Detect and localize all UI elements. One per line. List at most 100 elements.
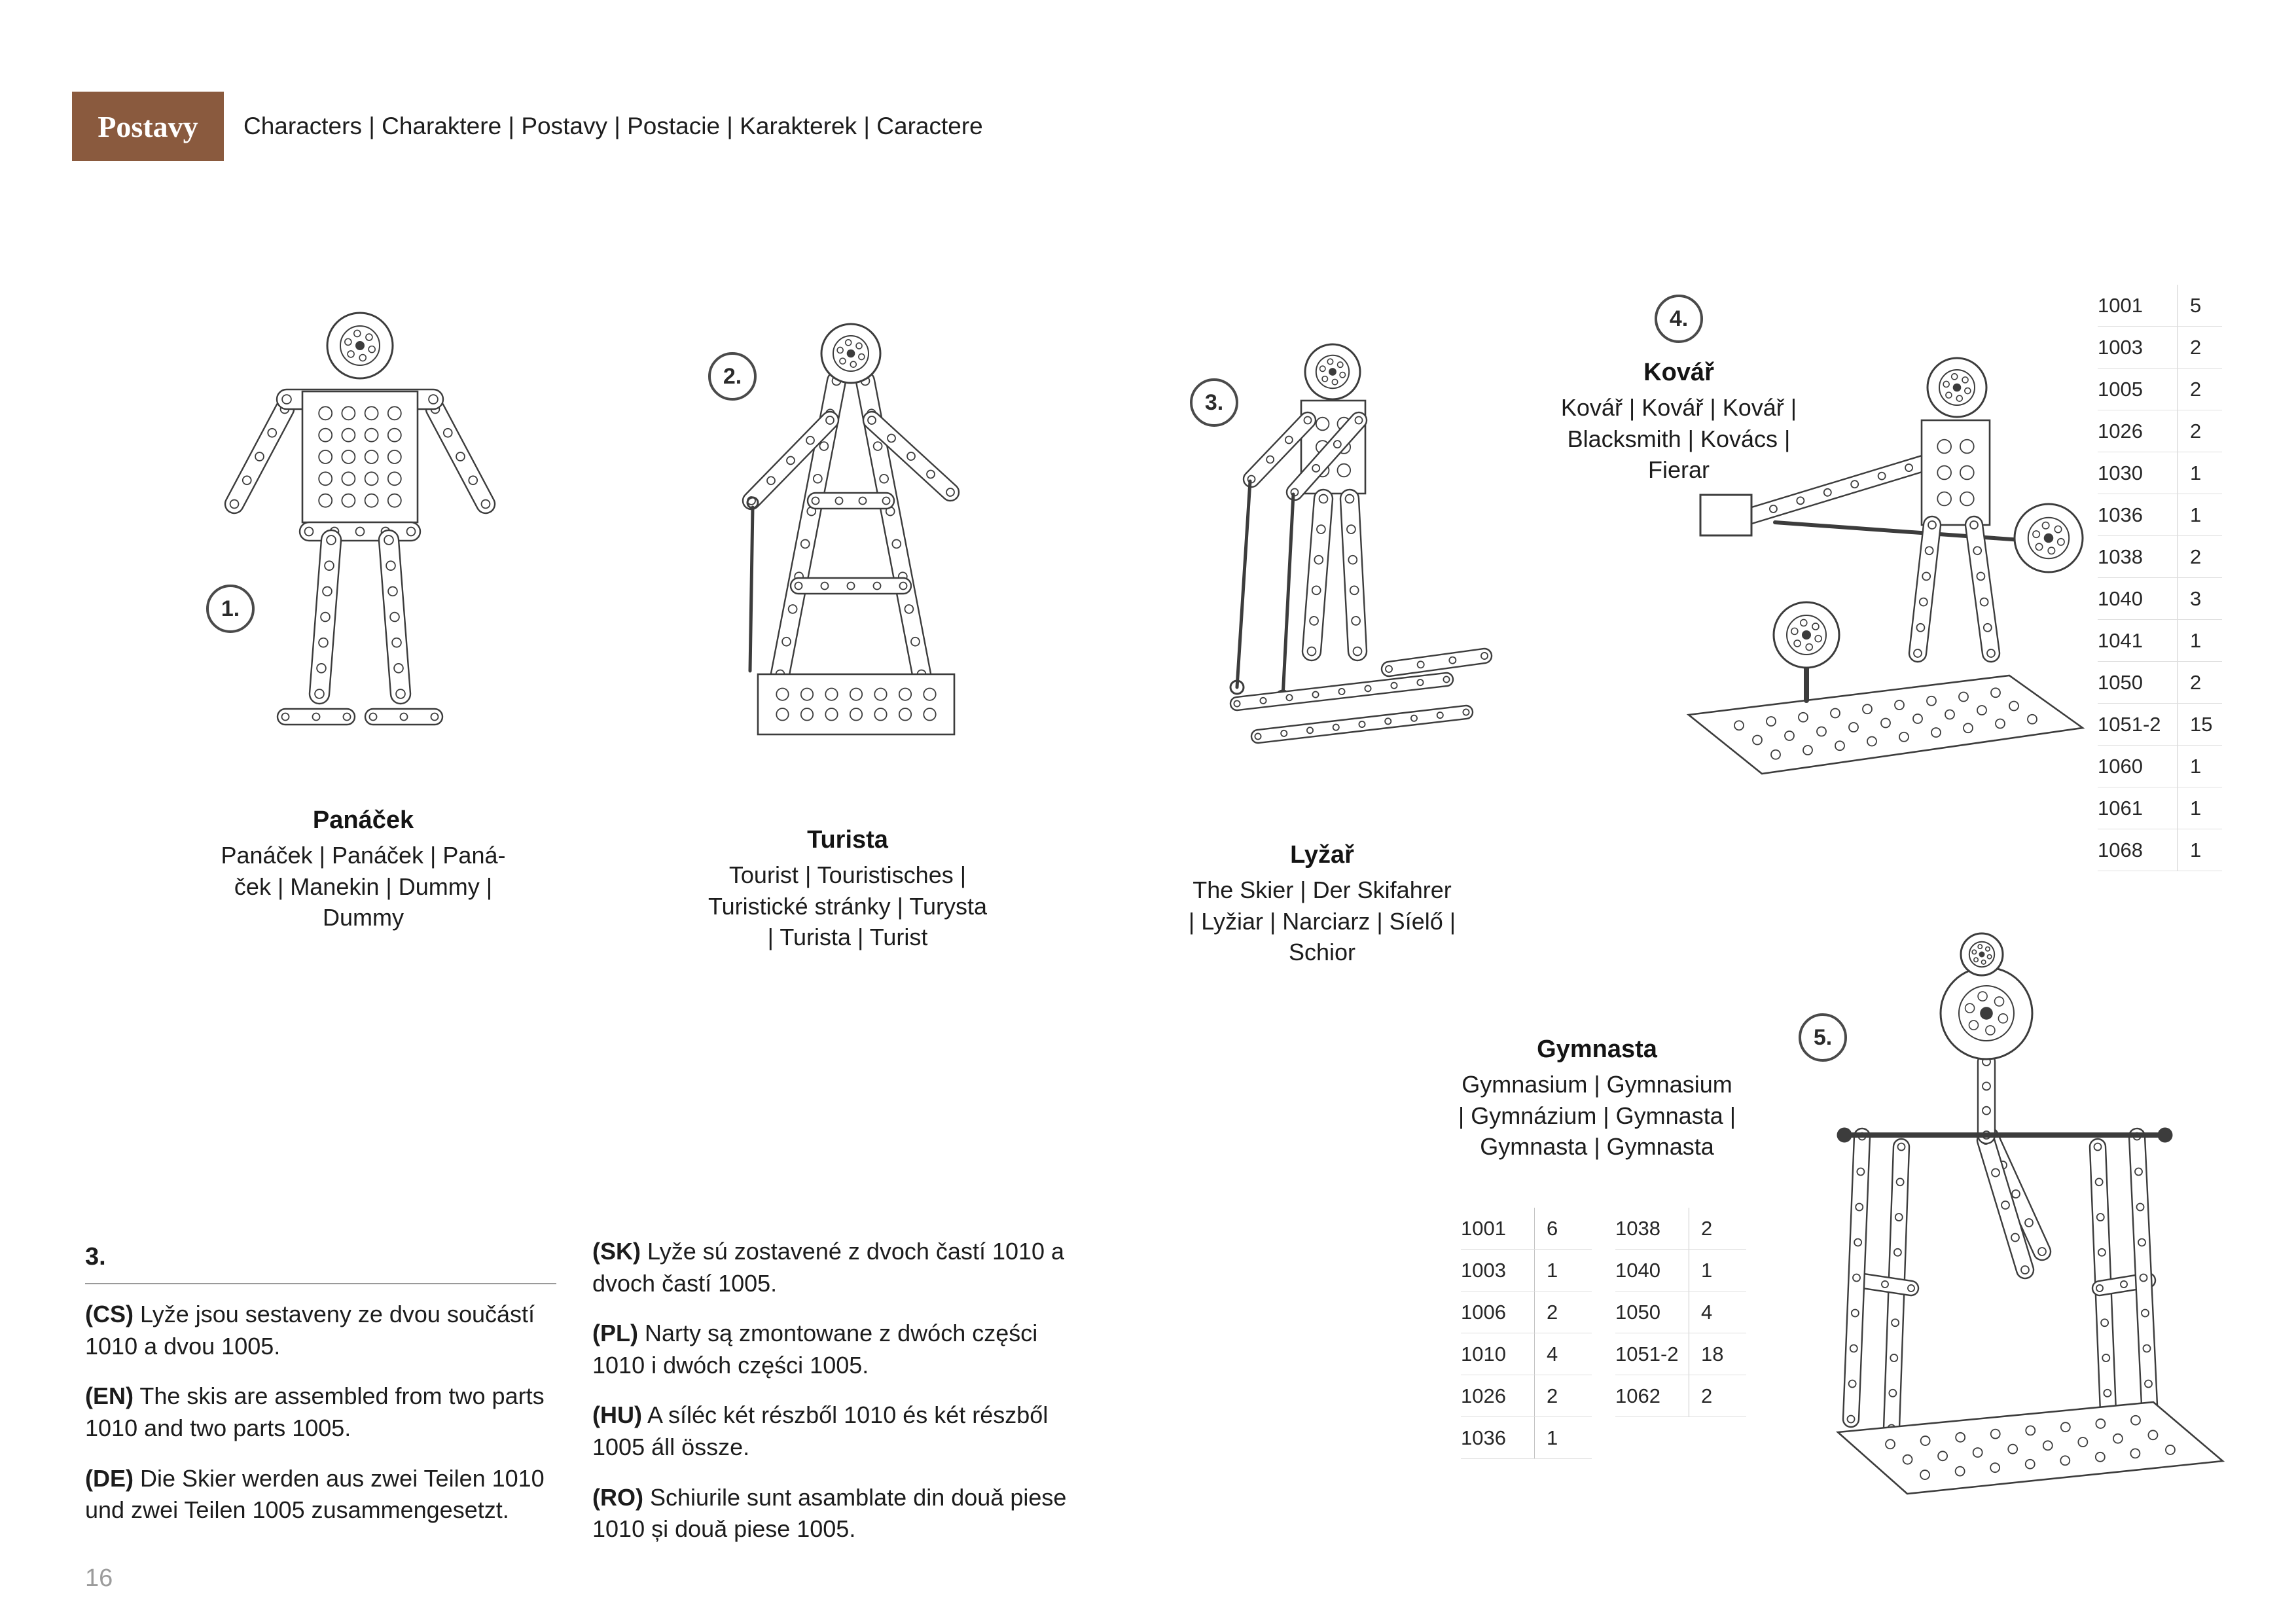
page-number: 16	[85, 1564, 113, 1592]
part-quantity: 4	[1689, 1291, 1746, 1333]
part-quantity: 5	[2178, 285, 2222, 326]
part-quantity: 2	[2178, 369, 2222, 410]
part-number: 1038	[1615, 1216, 1660, 1240]
instruction-pl: (PL) Narty są zmontowane z dwóch części …	[592, 1318, 1080, 1381]
part-number: 1001	[1461, 1216, 1506, 1240]
instruction-text: A síléc két részből 1010 és két részből …	[592, 1401, 1049, 1460]
part-quantity: 2	[1689, 1375, 1746, 1416]
part-quantity: 2	[1689, 1208, 1746, 1249]
section-badge: Postavy	[72, 92, 224, 161]
language-tag: (EN)	[85, 1382, 134, 1410]
part-number: 1050	[1615, 1300, 1660, 1324]
instruction-text: Schiurile sunt asamblate din douǎ piese …	[592, 1483, 1067, 1543]
figure-2-caption-block: Turista Tourist | Touristisches | Turist…	[684, 826, 1011, 953]
part-number: 1051-2	[1615, 1342, 1679, 1365]
figure-2-title: Turista	[807, 826, 888, 854]
instruction-text: Narty są zmontowane z dwóch części 1010 …	[592, 1320, 1038, 1379]
part-quantity: 1	[2178, 494, 2222, 535]
panacek-illustration	[224, 312, 496, 726]
instruction-de: (DE) Die Skier werden aus zwei Teilen 10…	[85, 1463, 556, 1526]
part-quantity: 1	[1689, 1250, 1746, 1291]
figure-3-number-badge: 3.	[1190, 378, 1238, 427]
part-quantity: 2	[2178, 410, 2222, 452]
figure-2-number-badge: 2.	[708, 352, 757, 401]
part-number: 1003	[2098, 335, 2143, 359]
kovar-illustration	[1686, 357, 2085, 775]
section-subtitle: Characters | Charaktere | Postavy | Post…	[243, 113, 983, 139]
part-number: 1051-2	[2098, 712, 2161, 736]
figure-4-caption-block: Kovář Kovář | Kovář | Kovář | Blacksmith…	[1548, 359, 1810, 486]
part-number: 1010	[1461, 1342, 1506, 1365]
parts-table-row: 1036 1	[2098, 494, 2222, 536]
part-quantity: 1	[1534, 1250, 1592, 1291]
part-number: 1038	[2098, 545, 2143, 568]
instruction-text: Lyže sú zostavené z dvoch častí 1010 a d…	[592, 1238, 1065, 1297]
figure-1-caption: Panáček | Panáček | Paná- ček | Manekin …	[221, 842, 506, 931]
instruction-text: Lyže jsou sestaveny ze dvou součástí 101…	[85, 1301, 535, 1360]
parts-table-row: 1040 3	[2098, 578, 2222, 620]
figure-3-caption-block: Lyžař The Skier | Der Skifahrer | Lyžiar…	[1162, 841, 1482, 968]
language-tag: (SK)	[592, 1238, 641, 1265]
language-tag: (RO)	[592, 1483, 643, 1511]
language-tag: (PL)	[592, 1320, 638, 1347]
part-number: 1068	[2098, 838, 2143, 861]
part-number: 1041	[2098, 628, 2143, 652]
instruction-cs: (CS) Lyže jsou sestaveny ze dvou součást…	[85, 1299, 556, 1362]
part-quantity: 1	[1534, 1417, 1592, 1458]
figure-5-title: Gymnasta	[1537, 1036, 1657, 1063]
part-number: 1001	[2098, 293, 2143, 317]
parts-table-row: 1060 1	[2098, 746, 2222, 787]
part-quantity: 3	[2178, 578, 2222, 619]
part-number: 1026	[2098, 419, 2143, 442]
part-quantity: 4	[1534, 1333, 1592, 1375]
figure-4-number-badge: 4.	[1655, 295, 1703, 343]
instructions-left-column: 3. (CS) Lyže jsou sestaveny ze dvou souč…	[85, 1240, 556, 1526]
parts-table-row: 1001 5	[2098, 285, 2222, 327]
language-tag: (CS)	[85, 1301, 134, 1328]
lyzar-illustration	[1229, 343, 1493, 744]
figure-5-caption-block: Gymnasta Gymnasium | Gymnasium | Gymnázi…	[1450, 1036, 1744, 1163]
figure-3-title: Lyžař	[1290, 841, 1354, 869]
figure-2-caption: Tourist | Touristisches | Turistické str…	[708, 861, 988, 951]
part-quantity: 2	[1534, 1375, 1592, 1416]
part-number: 1040	[2098, 586, 2143, 610]
instruction-section-number: 3.	[85, 1240, 556, 1285]
part-number: 1036	[1461, 1426, 1506, 1449]
parts-table-row: 1050 4	[1615, 1291, 1746, 1333]
language-tag: (DE)	[85, 1464, 134, 1492]
part-number: 1036	[2098, 503, 2143, 526]
instruction-text: The skis are assembled from two parts 10…	[85, 1382, 545, 1442]
part-number: 1026	[1461, 1384, 1506, 1407]
part-number: 1005	[2098, 377, 2143, 401]
figure-3-caption: The Skier | Der Skifahrer | Lyžiar | Nar…	[1188, 876, 1456, 966]
parts-table-row: 1003 1	[1461, 1250, 1592, 1291]
part-quantity: 18	[1689, 1333, 1746, 1375]
instruction-text: Die Skier werden aus zwei Teilen 1010 un…	[85, 1464, 545, 1524]
part-number: 1062	[1615, 1384, 1660, 1407]
part-quantity: 1	[2178, 620, 2222, 661]
figure-1-caption-block: Panáček Panáček | Panáček | Paná- ček | …	[200, 806, 527, 933]
figure-1-title: Panáček	[312, 806, 414, 834]
part-quantity: 1	[2178, 829, 2222, 871]
part-number: 1003	[1461, 1258, 1506, 1282]
figure-1-number-badge: 1.	[206, 585, 255, 633]
instruction-ro: (RO) Schiurile sunt asamblate din douǎ p…	[592, 1482, 1080, 1545]
parts-table-row: 1068 1	[2098, 829, 2222, 871]
figure-4-caption: Kovář | Kovář | Kovář | Blacksmith | Kov…	[1560, 394, 1797, 484]
part-number: 1060	[2098, 754, 2143, 778]
part-quantity: 1	[2178, 452, 2222, 494]
part-quantity: 1	[2178, 746, 2222, 787]
parts-table-row: 1026 2	[1461, 1375, 1592, 1417]
instructions-right-column: (SK) Lyže sú zostavené z dvoch častí 101…	[592, 1236, 1080, 1545]
parts-table-row: 1051-2 18	[1615, 1333, 1746, 1375]
figure-5-caption: Gymnasium | Gymnasium | Gymnázium | Gymn…	[1458, 1071, 1736, 1161]
part-number: 1061	[2098, 796, 2143, 820]
